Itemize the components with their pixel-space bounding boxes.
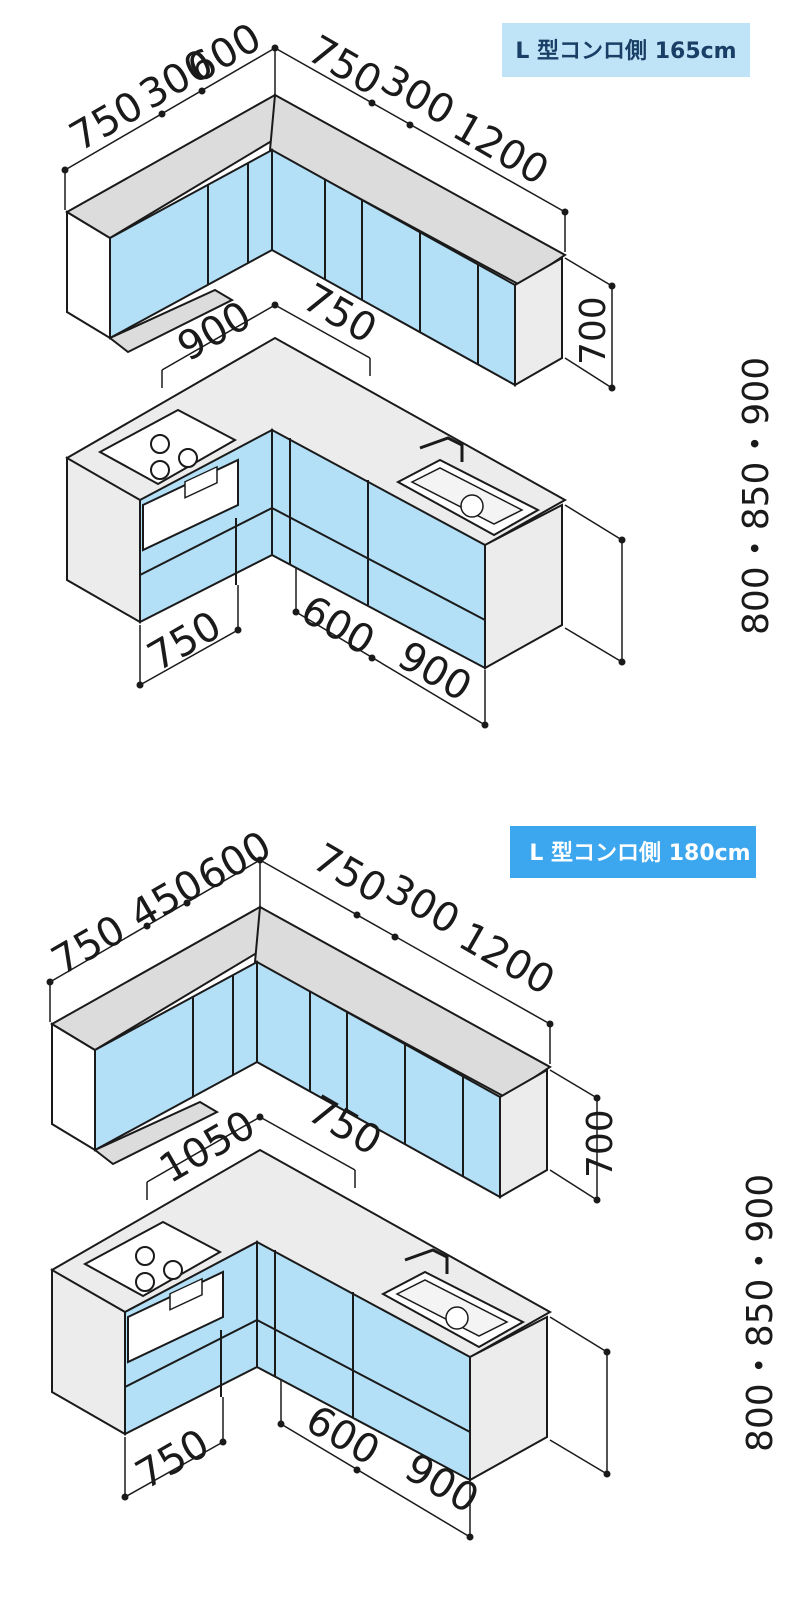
size-badge-label: L 型コンロ側 165cm — [515, 39, 736, 64]
size-badge: L 型コンロ側 180cm — [510, 826, 756, 878]
kitchen-diagram-165: L 型コンロ側 165cm 750 300 600 750 300 1200 7… — [60, 15, 777, 730]
size-badge-label: L 型コンロ側 180cm — [529, 841, 750, 866]
kitchen-diagram-180: L 型コンロ側 180cm 750 450 600 750 300 1200 7… — [44, 823, 781, 1542]
size-badge-bg — [510, 826, 756, 878]
wall-height-label: 700 — [573, 296, 614, 365]
wall-width-label: 1200 — [445, 104, 556, 195]
wall-width-label: 750 — [44, 907, 133, 985]
size-badge-bg — [502, 23, 750, 77]
size-badge: L 型コンロ側 165cm — [502, 23, 750, 77]
wall-height-label: 700 — [580, 1109, 621, 1178]
counter-height-label: 800・850・900 — [736, 357, 777, 635]
wall-width-label: 750 — [62, 83, 151, 161]
wall-width-label: 1200 — [451, 914, 562, 1005]
counter-height-label: 800・850・900 — [740, 1174, 781, 1452]
